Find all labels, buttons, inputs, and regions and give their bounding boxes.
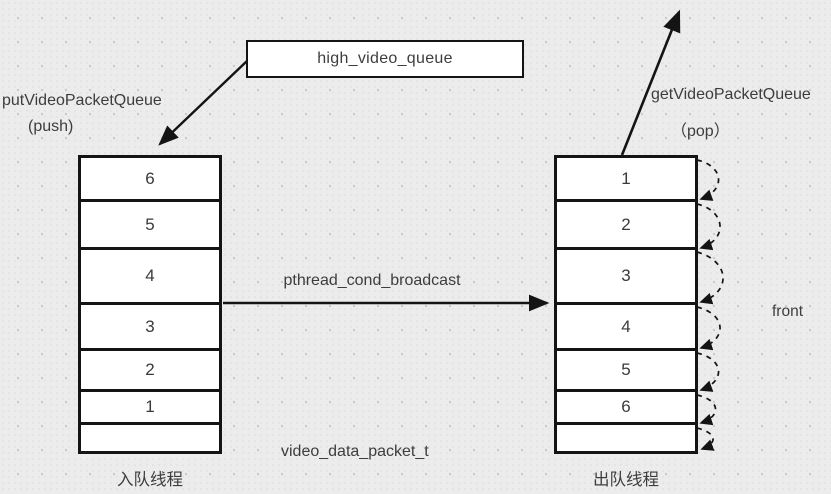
queue-cell: 2 [557, 202, 695, 250]
rotate-arc-icon [696, 203, 721, 251]
rotate-arc-icon [696, 306, 721, 351]
push-arrow [158, 60, 248, 146]
queue-cell: 4 [557, 305, 695, 351]
dequeue-thread-caption: 出队线程 [593, 471, 659, 489]
rotate-arc-icon [696, 427, 715, 451]
pthread-cond-broadcast-label: pthread_cond_broadcast [283, 272, 461, 289]
rotate-arc-icon [696, 394, 717, 426]
queue-cell: 6 [81, 158, 219, 202]
put-video-packet-queue-label: putVideoPacketQueue [2, 92, 162, 109]
queue-cell: 5 [81, 202, 219, 250]
high-video-queue-label: high_video_queue [317, 50, 453, 67]
queue-cell: 4 [81, 250, 219, 305]
push-label: (push) [28, 118, 74, 135]
high-video-queue-box: high_video_queue [246, 40, 524, 78]
queue-cell: 6 [557, 392, 695, 425]
enqueue-thread-caption: 入队线程 [117, 471, 183, 489]
queue-cell: 5 [557, 351, 695, 392]
queue-cell: 3 [81, 305, 219, 351]
queue-cell: 1 [557, 158, 695, 202]
pop-label: （pop） [671, 123, 730, 140]
rotate-arc-icon [696, 159, 720, 201]
rotate-arc-icon [696, 251, 724, 305]
queue-cell [557, 425, 695, 451]
video-data-packet-label: video_data_packet_t [281, 443, 429, 460]
queue-cell [81, 425, 219, 451]
front-rotation-arcs [696, 159, 724, 451]
rotate-arc-icon [696, 352, 720, 392]
get-video-packet-queue-label: getVideoPacketQueue [651, 86, 811, 103]
queue-cell: 1 [81, 392, 219, 425]
queue-cell: 2 [81, 351, 219, 392]
front-label: front [772, 303, 804, 320]
queue-cell: 3 [557, 250, 695, 305]
